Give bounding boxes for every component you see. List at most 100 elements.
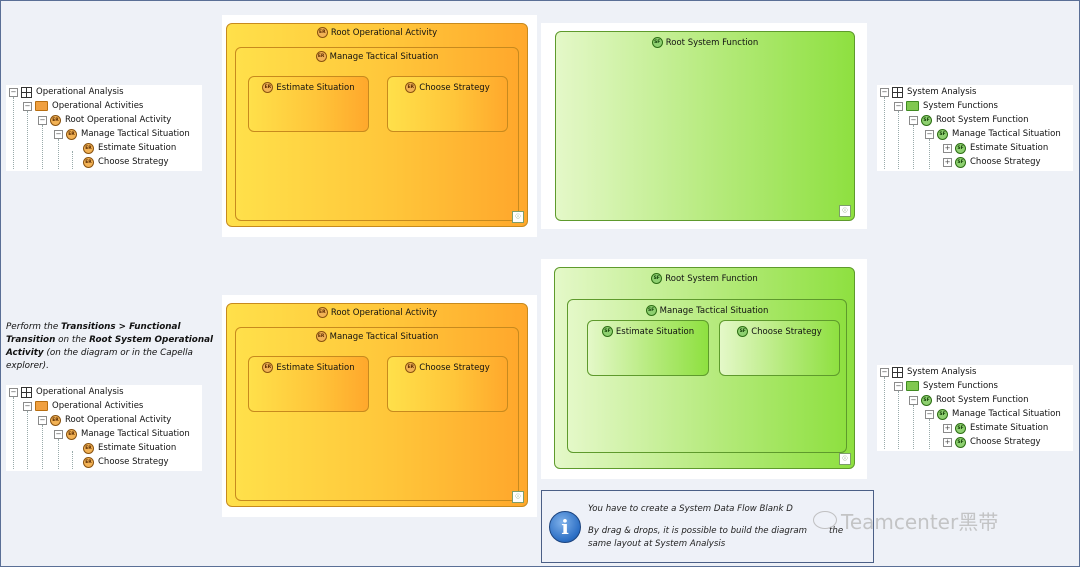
tree-item-estimate-situation[interactable]: + SF Estimate Situation bbox=[943, 422, 1049, 434]
system-function-icon: SF bbox=[601, 326, 613, 337]
operational-activity-icon: ER bbox=[405, 362, 417, 373]
operational-activity-icon: ER bbox=[50, 114, 61, 126]
tree-item-choose-strategy[interactable]: ER Choose Strategy bbox=[83, 155, 169, 169]
operational-explorer-top: − Operational Analysis − Operational Act… bbox=[6, 85, 202, 171]
grid-icon bbox=[21, 86, 32, 98]
grid-icon bbox=[892, 86, 903, 98]
collapse-toggle[interactable]: − bbox=[23, 401, 32, 411]
collapse-toggle[interactable]: − bbox=[925, 129, 934, 139]
expand-toggle[interactable]: + bbox=[943, 423, 952, 433]
collapse-toggle[interactable]: − bbox=[9, 387, 18, 397]
operational-activity-icon: ER bbox=[83, 442, 94, 454]
grid-icon bbox=[21, 386, 32, 398]
tree-item-system-analysis[interactable]: − System Analysis bbox=[880, 86, 977, 98]
operational-activity-icon: ER bbox=[316, 307, 328, 318]
diagram-link-icon[interactable]: ⓘ bbox=[512, 491, 524, 503]
system-function-icon: SF bbox=[955, 142, 966, 154]
tree-item-manage-tactical-situation[interactable]: − SF Manage Tactical Situation bbox=[925, 128, 1061, 140]
expand-toggle[interactable]: + bbox=[943, 157, 952, 167]
collapse-toggle[interactable]: − bbox=[9, 87, 18, 97]
collapse-toggle[interactable]: − bbox=[54, 429, 63, 439]
operational-activity-icon: ER bbox=[316, 27, 328, 38]
instruction-text: Perform the Transitions > Functional Tra… bbox=[6, 322, 214, 371]
diagram-link-icon[interactable]: ⓘ bbox=[839, 453, 851, 465]
system-function-icon: SF bbox=[955, 422, 966, 434]
grid-icon bbox=[892, 366, 903, 378]
expand-toggle[interactable]: + bbox=[943, 437, 952, 447]
tree-item-operational-activities[interactable]: − Operational Activities bbox=[23, 101, 144, 111]
watermark: Teamcenter黑带 bbox=[841, 510, 999, 534]
info-line-3: same layout at System Analysis bbox=[588, 539, 726, 549]
tree-item-operational-analysis[interactable]: − Operational Analysis bbox=[9, 386, 124, 398]
tree-item-manage-tactical-situation[interactable]: − ER Manage Tactical Situation bbox=[54, 428, 190, 440]
collapse-toggle[interactable]: − bbox=[54, 129, 63, 139]
tree-item-system-functions[interactable]: − System Functions bbox=[894, 381, 998, 391]
tree-item-root-system-function[interactable]: − SF Root System Function bbox=[909, 394, 1029, 406]
system-function-icon: SF bbox=[937, 408, 948, 420]
collapse-toggle[interactable]: − bbox=[880, 367, 889, 377]
tree-item-choose-strategy[interactable]: + SF Choose Strategy bbox=[943, 156, 1041, 168]
collapse-toggle[interactable]: − bbox=[880, 87, 889, 97]
collapse-toggle[interactable]: − bbox=[38, 115, 47, 125]
system-function-icon: SF bbox=[651, 273, 663, 284]
folder-icon bbox=[906, 101, 919, 111]
tree-item-choose-strategy[interactable]: ER Choose Strategy bbox=[83, 455, 169, 469]
collapse-toggle[interactable]: − bbox=[894, 381, 903, 391]
info-line-2: By drag & drops, it is possible to build… bbox=[588, 526, 844, 536]
tree-item-root-operational-activity[interactable]: − ER Root Operational Activity bbox=[38, 414, 172, 426]
tree-item-estimate-situation[interactable]: + SF Estimate Situation bbox=[943, 142, 1049, 154]
system-function-icon: SF bbox=[955, 436, 966, 448]
operational-activity-icon: ER bbox=[83, 156, 94, 168]
system-function-icon: SF bbox=[651, 37, 663, 48]
collapse-toggle[interactable]: − bbox=[909, 115, 918, 125]
tree-item-root-system-function[interactable]: − SF Root System Function bbox=[909, 114, 1029, 126]
tree-item-root-operational-activity[interactable]: − ER Root Operational Activity bbox=[38, 114, 172, 126]
system-function-icon: SF bbox=[737, 326, 749, 337]
info-icon: i bbox=[549, 511, 581, 543]
tree-item-estimate-situation[interactable]: ER Estimate Situation bbox=[83, 441, 176, 455]
system-function-icon: SF bbox=[921, 394, 932, 406]
tree-item-manage-tactical-situation[interactable]: − ER Manage Tactical Situation bbox=[54, 128, 190, 140]
folder-icon bbox=[35, 401, 48, 411]
collapse-toggle[interactable]: − bbox=[894, 101, 903, 111]
tree-item-choose-strategy[interactable]: + SF Choose Strategy bbox=[943, 436, 1041, 448]
expand-toggle[interactable]: + bbox=[943, 143, 952, 153]
folder-icon bbox=[35, 101, 48, 111]
tree-item-estimate-situation[interactable]: ER Estimate Situation bbox=[83, 141, 176, 155]
operational-activity-icon: ER bbox=[83, 456, 94, 468]
diagram-link-icon[interactable]: ⓘ bbox=[512, 211, 524, 223]
folder-icon bbox=[906, 381, 919, 391]
collapse-toggle[interactable]: − bbox=[23, 101, 32, 111]
operational-activity-icon: ER bbox=[262, 82, 274, 93]
operational-activity-icon: ER bbox=[315, 331, 327, 342]
system-explorer-bottom: − System Analysis − System Functions − S… bbox=[877, 365, 1073, 451]
collapse-toggle[interactable]: − bbox=[38, 415, 47, 425]
tree-item-operational-activities[interactable]: − Operational Activities bbox=[23, 401, 144, 411]
tree-item-manage-tactical-situation[interactable]: − SF Manage Tactical Situation bbox=[925, 408, 1061, 420]
diagram-link-icon[interactable]: ⓘ bbox=[839, 205, 851, 217]
tree-item-system-functions[interactable]: − System Functions bbox=[894, 101, 998, 111]
tree-item-system-analysis[interactable]: − System Analysis bbox=[880, 366, 977, 378]
system-function-icon: SF bbox=[955, 156, 966, 168]
tree-item-operational-analysis[interactable]: − Operational Analysis bbox=[9, 86, 124, 98]
system-explorer-top: − System Analysis − System Functions − S… bbox=[877, 85, 1073, 171]
collapse-toggle[interactable]: − bbox=[909, 395, 918, 405]
info-line-1: You have to create a System Data Flow Bl… bbox=[588, 504, 793, 514]
collapse-toggle[interactable]: − bbox=[925, 409, 934, 419]
operational-activity-icon: ER bbox=[315, 51, 327, 62]
